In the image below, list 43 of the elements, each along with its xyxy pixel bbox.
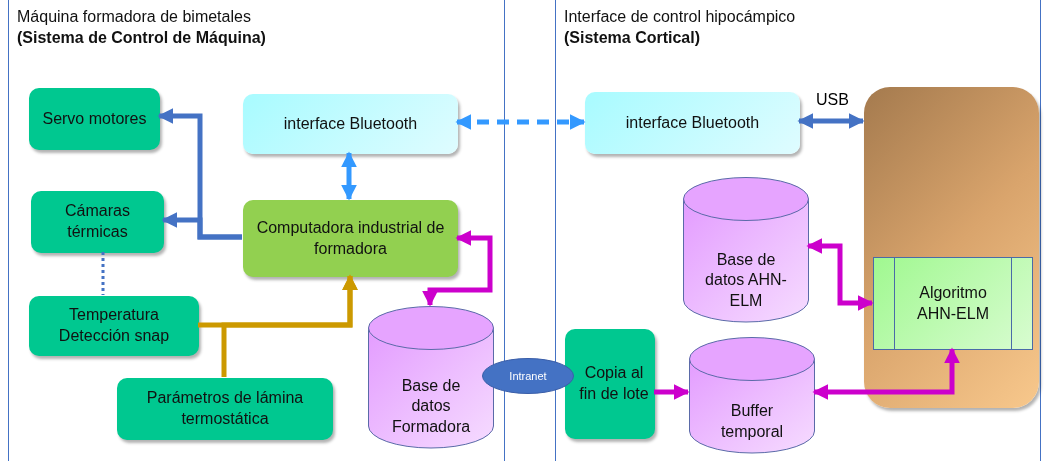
software-block	[864, 87, 1039, 408]
arrow	[161, 212, 242, 240]
panel-subtitle: (Sistema de Control de Máquina)	[17, 27, 266, 48]
process-box	[585, 92, 800, 154]
node-label: Copia al fin de lote	[579, 363, 649, 404]
node-label: Temperatura Detección snap	[57, 305, 171, 346]
process-box	[29, 88, 160, 150]
arrow	[455, 114, 586, 130]
node-label: interface Bluetooth	[625, 112, 760, 133]
node-label: Base de datos Formadora	[390, 375, 472, 438]
node-label: Base de datos AHN-ELM	[704, 249, 788, 312]
process-box	[31, 191, 164, 253]
panel-title: Máquina formadora de bimetales	[17, 7, 251, 27]
system-panel	[555, 0, 1041, 461]
arrow	[654, 384, 690, 400]
node-label: Servo motores	[42, 108, 147, 129]
panel-title: Interface de control hipocámpico	[564, 7, 796, 27]
process-box	[243, 200, 458, 277]
node-label: Parámetros de lámina termostática	[145, 388, 305, 429]
process-box	[117, 378, 333, 440]
node-label: Buffer temporal	[719, 401, 785, 443]
arrow	[806, 238, 874, 311]
arrow	[221, 274, 358, 377]
process-box	[565, 329, 655, 439]
database-cylinder	[368, 306, 494, 448]
process-box	[243, 94, 458, 154]
panel-subtitle: (Sistema Cortical)	[564, 27, 701, 48]
arrow	[812, 347, 960, 400]
process-box	[29, 296, 199, 356]
connector-line	[101, 252, 105, 295]
system-panel	[8, 0, 505, 461]
node-label: Computadora industrial de formadora	[255, 217, 446, 259]
arrow	[797, 113, 865, 129]
predefined-process-box	[873, 257, 1033, 350]
arrow	[341, 151, 357, 201]
node-label: Intranet	[509, 368, 547, 384]
arrow	[422, 230, 493, 307]
database-cylinder	[683, 177, 809, 322]
database-cylinder	[689, 337, 815, 453]
node-label: interface Bluetooth	[283, 113, 418, 134]
node-label: Cámaras térmicas	[64, 201, 131, 242]
node-label: Algoritmo AHN-ELM	[916, 282, 990, 324]
network-ellipse	[482, 358, 574, 394]
